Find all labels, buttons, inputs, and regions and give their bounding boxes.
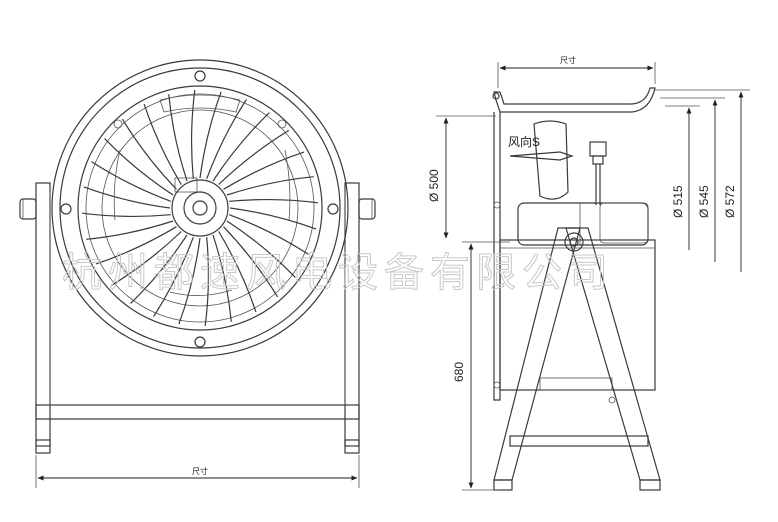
guard-spoke (226, 176, 314, 196)
dim-500-label: Ø 500 (427, 169, 441, 202)
guard-spoke (91, 161, 172, 202)
guard-spoke (223, 226, 279, 298)
guard-spoke (228, 214, 309, 255)
junction-box (589, 141, 607, 205)
guard-spoke (130, 234, 188, 304)
front-stand (19, 182, 376, 454)
guard-spoke (143, 103, 182, 185)
fan-blades (113, 94, 291, 296)
side-right-dimensions: Ø 515 Ø 545 Ø 572 (655, 89, 750, 272)
side-top-width-label: 尺寸 (560, 55, 576, 65)
watermark-text: 杭州都速风电设备有限公司 (62, 250, 614, 296)
guard-bolts (60, 70, 339, 348)
airflow-indicator: 风向S (508, 120, 574, 200)
guard-spokes (82, 90, 318, 326)
guard-spoke (223, 151, 305, 190)
guard-spoke (199, 91, 222, 179)
fan-hub (171, 179, 229, 237)
side-top-width-dimension: 尺寸 (497, 55, 656, 88)
dim-572-label: Ø 572 (723, 185, 737, 218)
side-stand (493, 227, 661, 491)
dim-545-label: Ø 545 (697, 185, 711, 218)
side-flange (492, 87, 656, 113)
guard-spoke (121, 118, 177, 190)
guard-spoke (110, 231, 182, 287)
guard-spoke (212, 234, 232, 322)
guard-spoke (83, 186, 171, 209)
guard-spoke (95, 226, 177, 265)
front-view: 尺寸 (19, 59, 376, 488)
side-view: 尺寸 风向S (427, 55, 750, 491)
side-left-dimensions: Ø 500 680 (427, 115, 510, 491)
guard-spoke (229, 207, 317, 230)
guard-spoke (206, 99, 247, 180)
front-width-dimension: 尺寸 (35, 455, 360, 488)
guard-spoke (204, 237, 210, 326)
guard-spoke (168, 94, 188, 182)
guard-spoke (229, 198, 318, 204)
guard-spoke (212, 112, 270, 182)
dim-680-label: 680 (452, 362, 466, 382)
guard-spoke (178, 237, 201, 325)
guard-spoke (153, 236, 194, 317)
guard-spoke (104, 138, 174, 196)
guard-spoke (86, 220, 174, 240)
front-width-label: 尺寸 (192, 466, 208, 476)
guard-spoke (82, 212, 171, 218)
front-housing (51, 59, 349, 357)
guard-spoke (218, 231, 257, 313)
guard-spoke (218, 129, 290, 185)
dim-515-label: Ø 515 (671, 185, 685, 218)
guard-spoke (190, 90, 196, 179)
airflow-label: 风向S (508, 134, 540, 149)
guard-spoke (226, 220, 296, 278)
